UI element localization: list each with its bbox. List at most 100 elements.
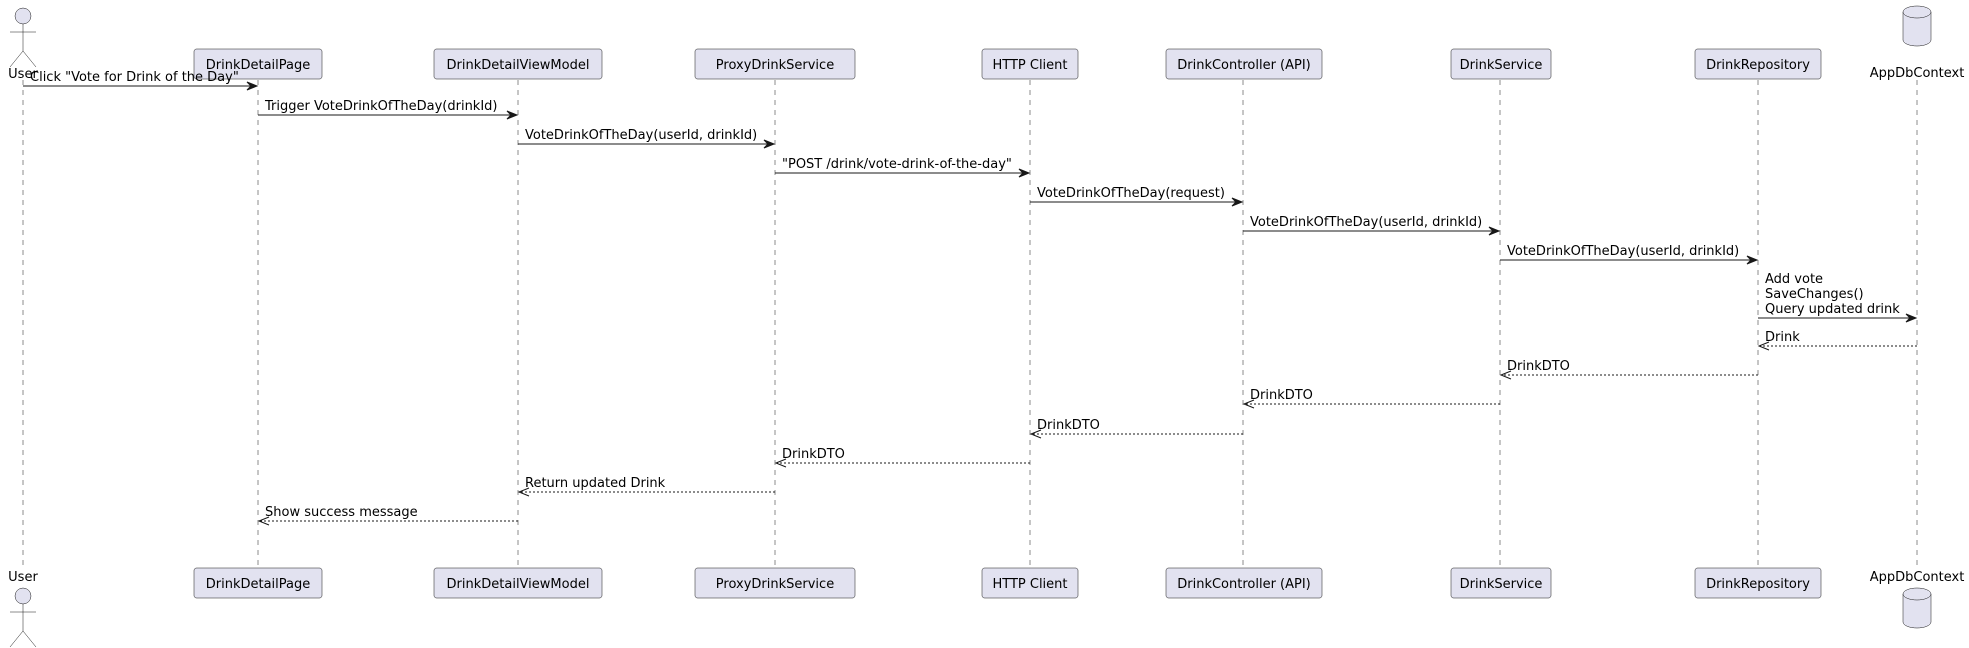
participant-api-top: DrinkController (API): [1165, 48, 1323, 80]
message-4: "POST /drink/vote-drink-of-the-day": [775, 157, 1031, 178]
participant-page-label: DrinkDetailPage: [206, 577, 311, 592]
participant-box: [1165, 48, 1323, 80]
database-appdbcontext-top: AppDbContext: [1870, 5, 1965, 81]
actor-user-label: User: [8, 570, 38, 585]
message-label: DrinkDTO: [782, 447, 845, 462]
arrowhead-icon: [1488, 226, 1501, 236]
message-13: DrinkDTO: [774, 447, 1030, 468]
participant-repo-label: DrinkRepository: [1706, 577, 1810, 592]
participant-box: [694, 567, 856, 599]
message-label: DrinkDTO: [1037, 418, 1100, 433]
participant-vm-bottom: DrinkDetailViewModel: [433, 567, 603, 599]
message-label: Return updated Drink: [525, 476, 666, 491]
participant-repo-bottom: DrinkRepository: [1694, 567, 1822, 599]
arrowhead-icon: [246, 81, 259, 91]
actor-user-label: User: [8, 67, 38, 82]
database-appdbcontext-label: AppDbContext: [1870, 570, 1965, 585]
message-label: DrinkDTO: [1250, 388, 1313, 403]
participant-box: [193, 567, 323, 599]
participant-box: [981, 48, 1079, 80]
message-label: VoteDrinkOfTheDay(userId, drinkId): [1507, 244, 1739, 259]
participant-svc-top: DrinkService: [1450, 48, 1552, 80]
actor-user-bottom: User: [8, 570, 38, 648]
participant-box: [1450, 567, 1552, 599]
participant-box: [1450, 48, 1552, 80]
message-7: VoteDrinkOfTheDay(userId, drinkId): [1500, 244, 1759, 265]
message-6: VoteDrinkOfTheDay(userId, drinkId): [1243, 215, 1501, 236]
participant-api-bottom: DrinkController (API): [1165, 567, 1323, 599]
participant-page-bottom: DrinkDetailPage: [193, 567, 323, 599]
message-label: DrinkDTO: [1507, 359, 1570, 374]
participant-proxy-bottom: ProxyDrinkService: [694, 567, 856, 599]
arrowhead-open-icon: [1029, 429, 1042, 439]
message-label: Drink: [1765, 330, 1800, 345]
actor-body: [9, 604, 37, 648]
participant-vm-label: DrinkDetailViewModel: [447, 58, 590, 73]
database-appdbcontext-bottom: AppDbContext: [1870, 570, 1965, 629]
message-1: Click "Vote for Drink of the Day": [23, 70, 259, 91]
arrowhead-icon: [1905, 313, 1918, 323]
arrowhead-open-icon: [517, 487, 530, 497]
participant-api-label: DrinkController (API): [1177, 58, 1311, 73]
arrowhead-open-icon: [1757, 341, 1770, 351]
message-12: DrinkDTO: [1029, 418, 1243, 439]
message-2: Trigger VoteDrinkOfTheDay(drinkId): [258, 99, 519, 120]
actor-head: [14, 7, 32, 25]
message-label: Query updated drink: [1765, 302, 1900, 317]
message-5: VoteDrinkOfTheDay(request): [1030, 186, 1244, 207]
message-label: VoteDrinkOfTheDay(request): [1037, 186, 1225, 201]
participant-svc-bottom: DrinkService: [1450, 567, 1552, 599]
message-label: Click "Vote for Drink of the Day": [30, 70, 239, 85]
message-3: VoteDrinkOfTheDay(userId, drinkId): [518, 128, 776, 149]
participant-box: [433, 48, 603, 80]
message-label: Show success message: [265, 505, 418, 520]
arrowhead-icon: [1746, 255, 1759, 265]
message-label: Add vote: [1765, 272, 1823, 287]
arrowhead-icon: [506, 110, 519, 120]
participant-box: [1694, 567, 1822, 599]
participant-http-bottom: HTTP Client: [981, 567, 1079, 599]
participant-page-label: DrinkDetailPage: [206, 58, 311, 73]
actor-head: [14, 587, 32, 605]
message-label: VoteDrinkOfTheDay(userId, drinkId): [525, 128, 757, 143]
participant-box: [1694, 48, 1822, 80]
participant-proxy-top: ProxyDrinkService: [694, 48, 856, 80]
arrowhead-open-icon: [774, 458, 787, 468]
participant-proxy-label: ProxyDrinkService: [716, 58, 834, 73]
participant-repo-label: DrinkRepository: [1706, 58, 1810, 73]
actor-body: [9, 24, 37, 68]
participant-box: [193, 48, 323, 80]
message-15: Show success message: [257, 505, 518, 526]
participant-box: [1165, 567, 1323, 599]
participant-repo-top: DrinkRepository: [1694, 48, 1822, 80]
message-label: SaveChanges(): [1765, 287, 1864, 302]
arrowhead-icon: [1018, 168, 1031, 178]
arrowhead-open-icon: [1242, 399, 1255, 409]
message-label: "POST /drink/vote-drink-of-the-day": [782, 157, 1012, 172]
message-11: DrinkDTO: [1242, 388, 1500, 409]
message-label: Trigger VoteDrinkOfTheDay(drinkId): [264, 99, 498, 114]
database-appdbcontext-label: AppDbContext: [1870, 66, 1965, 81]
participant-svc-label: DrinkService: [1460, 577, 1543, 592]
arrowhead-icon: [1231, 197, 1244, 207]
message-9: Drink: [1757, 330, 1917, 351]
arrowhead-open-icon: [257, 516, 270, 526]
participant-http-label: HTTP Client: [992, 58, 1067, 73]
participant-vm-label: DrinkDetailViewModel: [447, 577, 590, 592]
participant-box: [433, 567, 603, 599]
message-10: DrinkDTO: [1499, 359, 1758, 380]
participant-box: [694, 48, 856, 80]
participant-api-label: DrinkController (API): [1177, 577, 1311, 592]
participant-http-top: HTTP Client: [981, 48, 1079, 80]
participant-svc-label: DrinkService: [1460, 58, 1543, 73]
participant-vm-top: DrinkDetailViewModel: [433, 48, 603, 80]
arrowhead-icon: [763, 139, 776, 149]
message-14: Return updated Drink: [517, 476, 775, 497]
arrowhead-open-icon: [1499, 370, 1512, 380]
participant-http-label: HTTP Client: [992, 577, 1067, 592]
participant-page-top: DrinkDetailPage: [193, 48, 323, 80]
message-label: VoteDrinkOfTheDay(userId, drinkId): [1250, 215, 1482, 230]
actor-user-top: User: [8, 7, 38, 82]
